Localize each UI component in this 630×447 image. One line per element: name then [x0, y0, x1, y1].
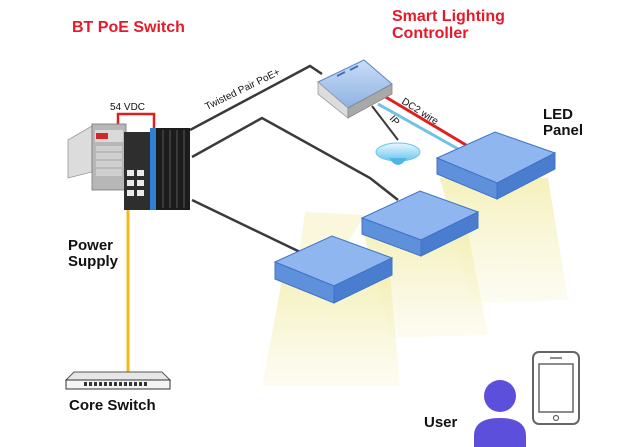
- power-wire: [116, 112, 156, 132]
- light-beam: [363, 232, 488, 338]
- led-panel-label-line2: Panel: [543, 121, 584, 139]
- sensor-icon: [375, 142, 421, 165]
- ethernet-cable: [191, 116, 399, 201]
- user-label: User: [424, 414, 458, 431]
- light-beam: [262, 275, 400, 386]
- led-panel-icon: [360, 190, 480, 257]
- wire-label-twisted-pair: Twisted Pair PoE+: [203, 67, 282, 113]
- power-supply-label-line1: Power: [68, 237, 114, 254]
- power-supply-label: Power Supply: [68, 238, 118, 270]
- core-switch-icon: [64, 371, 172, 390]
- user-icon: [474, 380, 526, 447]
- wire-label-vdc: 54 VDC: [110, 102, 145, 113]
- power-supply-label-line2: Supply: [68, 252, 119, 270]
- controller-icon: [317, 59, 393, 119]
- data-wire: [377, 102, 461, 152]
- dc-wire: [383, 94, 467, 147]
- led-panel-label: LED Panel: [543, 107, 583, 139]
- poe-switch-icon: [124, 128, 190, 210]
- core-switch-label: Core Switch: [69, 397, 156, 414]
- controller-label: Smart Lighting Controller: [392, 8, 505, 43]
- controller-label-line2: Controller: [392, 24, 469, 42]
- page-title: BT PoE Switch: [72, 19, 185, 36]
- smartphone-icon: [532, 351, 580, 425]
- wire-label-dc-wire: DC2 wire: [399, 96, 440, 127]
- power-supply-icon: [67, 123, 127, 191]
- ethernet-cable: [191, 198, 311, 260]
- led-panel-icon: [435, 131, 557, 200]
- ethernet-cable: [189, 64, 323, 132]
- led-panel-icon: [273, 235, 394, 304]
- sensor-wire: [371, 105, 399, 141]
- led-panel-label-line1: LED: [543, 106, 573, 123]
- controller-label-line1: Smart Lighting: [392, 8, 505, 25]
